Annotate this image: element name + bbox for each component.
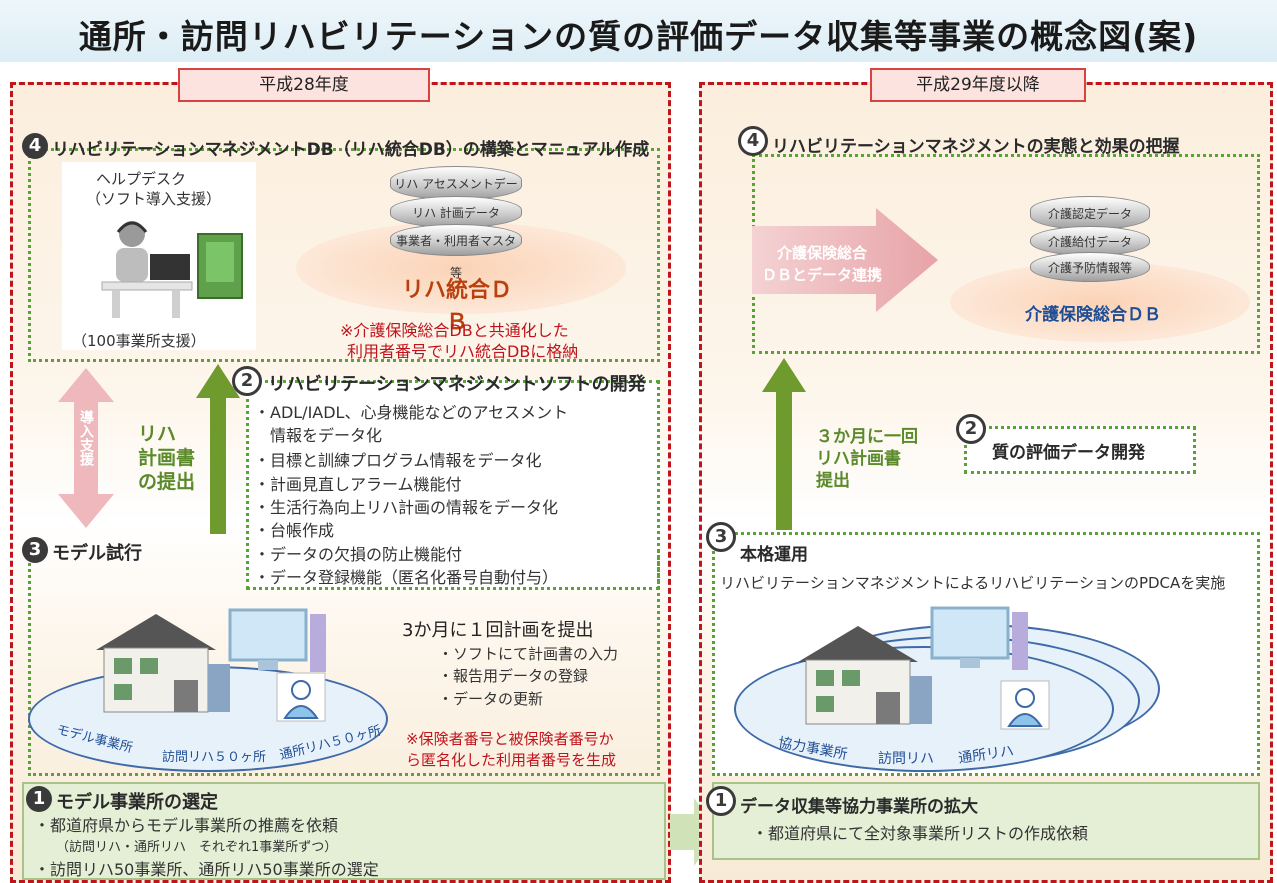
left-step2-item: ・目標と訓練プログラム情報をデータ化: [254, 451, 542, 470]
left-step2-item: ・生活行為向上リハ計画の情報をデータ化: [254, 498, 559, 517]
care-db-layer-2: 介護給付データ: [1030, 226, 1150, 256]
left-plan-item: ・報告用データの登録: [438, 667, 589, 685]
coop-office-building-icon: [798, 626, 932, 725]
right-plan-submit-2: リハ計画書: [816, 449, 901, 469]
left-plan-item: ・ソフトにて計画書の入力: [438, 645, 619, 663]
left-step4-box: [28, 148, 660, 362]
left-step2-heading: リハビリテーションマネジメントソフトの開発: [268, 374, 646, 395]
right-step2-number: 2: [956, 414, 986, 444]
right-upload-arrow: [762, 358, 806, 530]
left-computer-icon: [228, 608, 326, 672]
left-user-icon: [276, 672, 326, 722]
rihab-db-note-2: 利用者番号でリハ統合DBに格納: [347, 342, 579, 361]
right-step3-desc: リハビリテーションマネジメントによるリハビリテーションのPDCAを実施: [720, 574, 1226, 592]
left-step2-item: ・データの欠損の防止機能付: [254, 545, 463, 564]
left-step1-number: 1: [26, 786, 52, 812]
support-count-label: （100事業所支援）: [72, 332, 206, 350]
left-plan-submit-2: 計画書: [138, 447, 196, 469]
left-step2-item: ・台帳作成: [254, 521, 335, 540]
helpdesk-operator-icon: [101, 221, 193, 318]
right-ellipse-label-2: 訪問リハ: [878, 751, 934, 767]
left-step2-item: ・ADL/IADL、心身機能などのアセスメント: [254, 403, 569, 422]
helpdesk-label-1: ヘルプデスク: [96, 170, 187, 188]
left-step2-box: [246, 380, 660, 590]
rihab-db-layer-1: リハ アセスメントデータ: [390, 166, 522, 225]
left-plan-submit-3: の提出: [138, 471, 196, 493]
right-user-icon: [1000, 680, 1050, 730]
left-plan-title: 3か月に１回計画を提出: [402, 620, 594, 641]
care-db-name: 介護保険総合ＤＢ: [1025, 305, 1161, 325]
left-step1-line-2: （訪問リハ・通所リハ それぞれ1事業所ずつ）: [56, 840, 338, 855]
intro-support-arrow: [58, 368, 114, 528]
left-step2-item: ・計画見直しアラーム機能付: [254, 475, 462, 494]
title-bar: [0, 0, 1277, 62]
left-step3-heading: モデル試行: [52, 543, 142, 564]
right-plan-submit-3: 提出: [816, 471, 850, 491]
left-step1-line-3: ・訪問リハ50事業所、通所リハ50事業所の選定: [34, 860, 379, 879]
right-step3-heading: 本格運用: [740, 545, 808, 565]
left-anon-note-2: ら匿名化した利用者番号を生成: [406, 751, 617, 769]
model-office-building-icon: [96, 614, 230, 713]
left-ellipse-label-2: 訪問リハ５０ヶ所: [162, 750, 267, 765]
left-step3-box: [28, 550, 660, 776]
right-period-tab: 平成29年度以降: [870, 68, 1086, 102]
right-step2-box: [964, 426, 1196, 474]
left-step1-box: [22, 782, 666, 880]
left-step4-number: 4: [22, 133, 48, 159]
right-step2-heading: 質の評価データ開発: [992, 443, 1145, 463]
helpdesk-label-2: （ソフト導入支援）: [86, 190, 222, 208]
right-step4-heading: リハビリテーションマネジメントの実態と効果の把握: [772, 137, 1180, 157]
right-computer-icon: [930, 606, 1028, 670]
data-link-label-1: 介護保険総合: [776, 244, 867, 262]
left-plan-submit-1: リハ: [138, 423, 177, 445]
left-plan-item: ・データの更新: [438, 690, 544, 708]
left-step2-item: ・データ登録機能（匿名化番号自動付与）: [254, 568, 559, 587]
left-step4-heading: リハビリテーションマネジメントDB（リハ統合DB）の構築とマニュアル作成: [52, 140, 650, 160]
right-step1-line-1: ・都道府県にて全対象事業所リストの作成依頼: [752, 824, 1089, 843]
care-db-layer-3: 介護予防情報等: [1030, 252, 1150, 282]
right-step1-box: [712, 782, 1260, 860]
rihab-db-layer-3: 事業者・利用者マスタ 等: [390, 224, 522, 280]
left-step1-line-1: ・都道府県からモデル事業所の推薦を依頼: [34, 816, 339, 835]
left-anon-note-1: ※保険者番号と被保険者番号か: [406, 730, 614, 748]
left-period-tab: 平成28年度: [178, 68, 430, 102]
rihab-db-note-1: ※介護保険総合DBと共通化した: [340, 321, 569, 340]
left-upload-arrow: [196, 364, 240, 534]
left-step2-number: 2: [232, 366, 262, 396]
manual-book-icon: [197, 233, 243, 299]
left-step2-item: 情報をデータ化: [254, 426, 383, 445]
left-step1-heading: モデル事業所の選定: [56, 792, 218, 813]
right-step3-number: 3: [706, 522, 736, 552]
right-step4-number: 4: [738, 126, 768, 156]
data-link-arrow: [752, 208, 938, 312]
right-plan-submit-1: ３か月に一回: [816, 427, 918, 447]
data-link-label-2: ＤＢとデータ連携: [762, 266, 883, 284]
left-step3-number: 3: [22, 537, 48, 563]
rihab-db-name: リハ統合ＤＢ: [401, 278, 512, 335]
right-step1-heading: データ収集等協力事業所の拡大: [740, 797, 978, 817]
intro-support-label: 導入支援: [78, 410, 94, 466]
page-title: 通所・訪問リハビリテーションの質の評価データ収集等事業の概念図(案): [78, 17, 1199, 56]
care-db-layer-1: 介護認定データ: [1030, 196, 1150, 230]
right-step1-number: 1: [706, 786, 736, 816]
